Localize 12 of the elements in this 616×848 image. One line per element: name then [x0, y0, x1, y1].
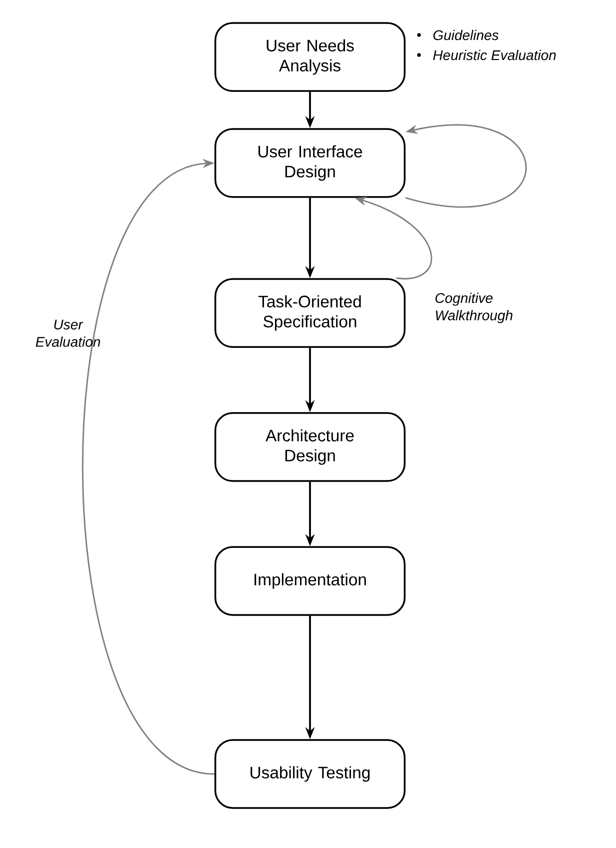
- process-box: Architecture Design: [214, 412, 406, 482]
- edge-label: User Evaluation: [36, 320, 100, 347]
- process-box: Implementation: [214, 546, 406, 616]
- note-text: Heuristic Evaluation: [433, 50, 556, 60]
- arrow: [82, 158, 215, 775]
- edge-label: Cognitive Walkthrough: [435, 292, 512, 324]
- process-box: User Needs Analysis: [214, 22, 406, 92]
- process-box: Usability Testing: [214, 739, 406, 809]
- process-box: Task-Oriented Specification: [214, 278, 406, 348]
- note-text: Guidelines: [433, 30, 499, 40]
- arrow: [405, 124, 527, 208]
- process-box: User Interface Design: [214, 128, 406, 198]
